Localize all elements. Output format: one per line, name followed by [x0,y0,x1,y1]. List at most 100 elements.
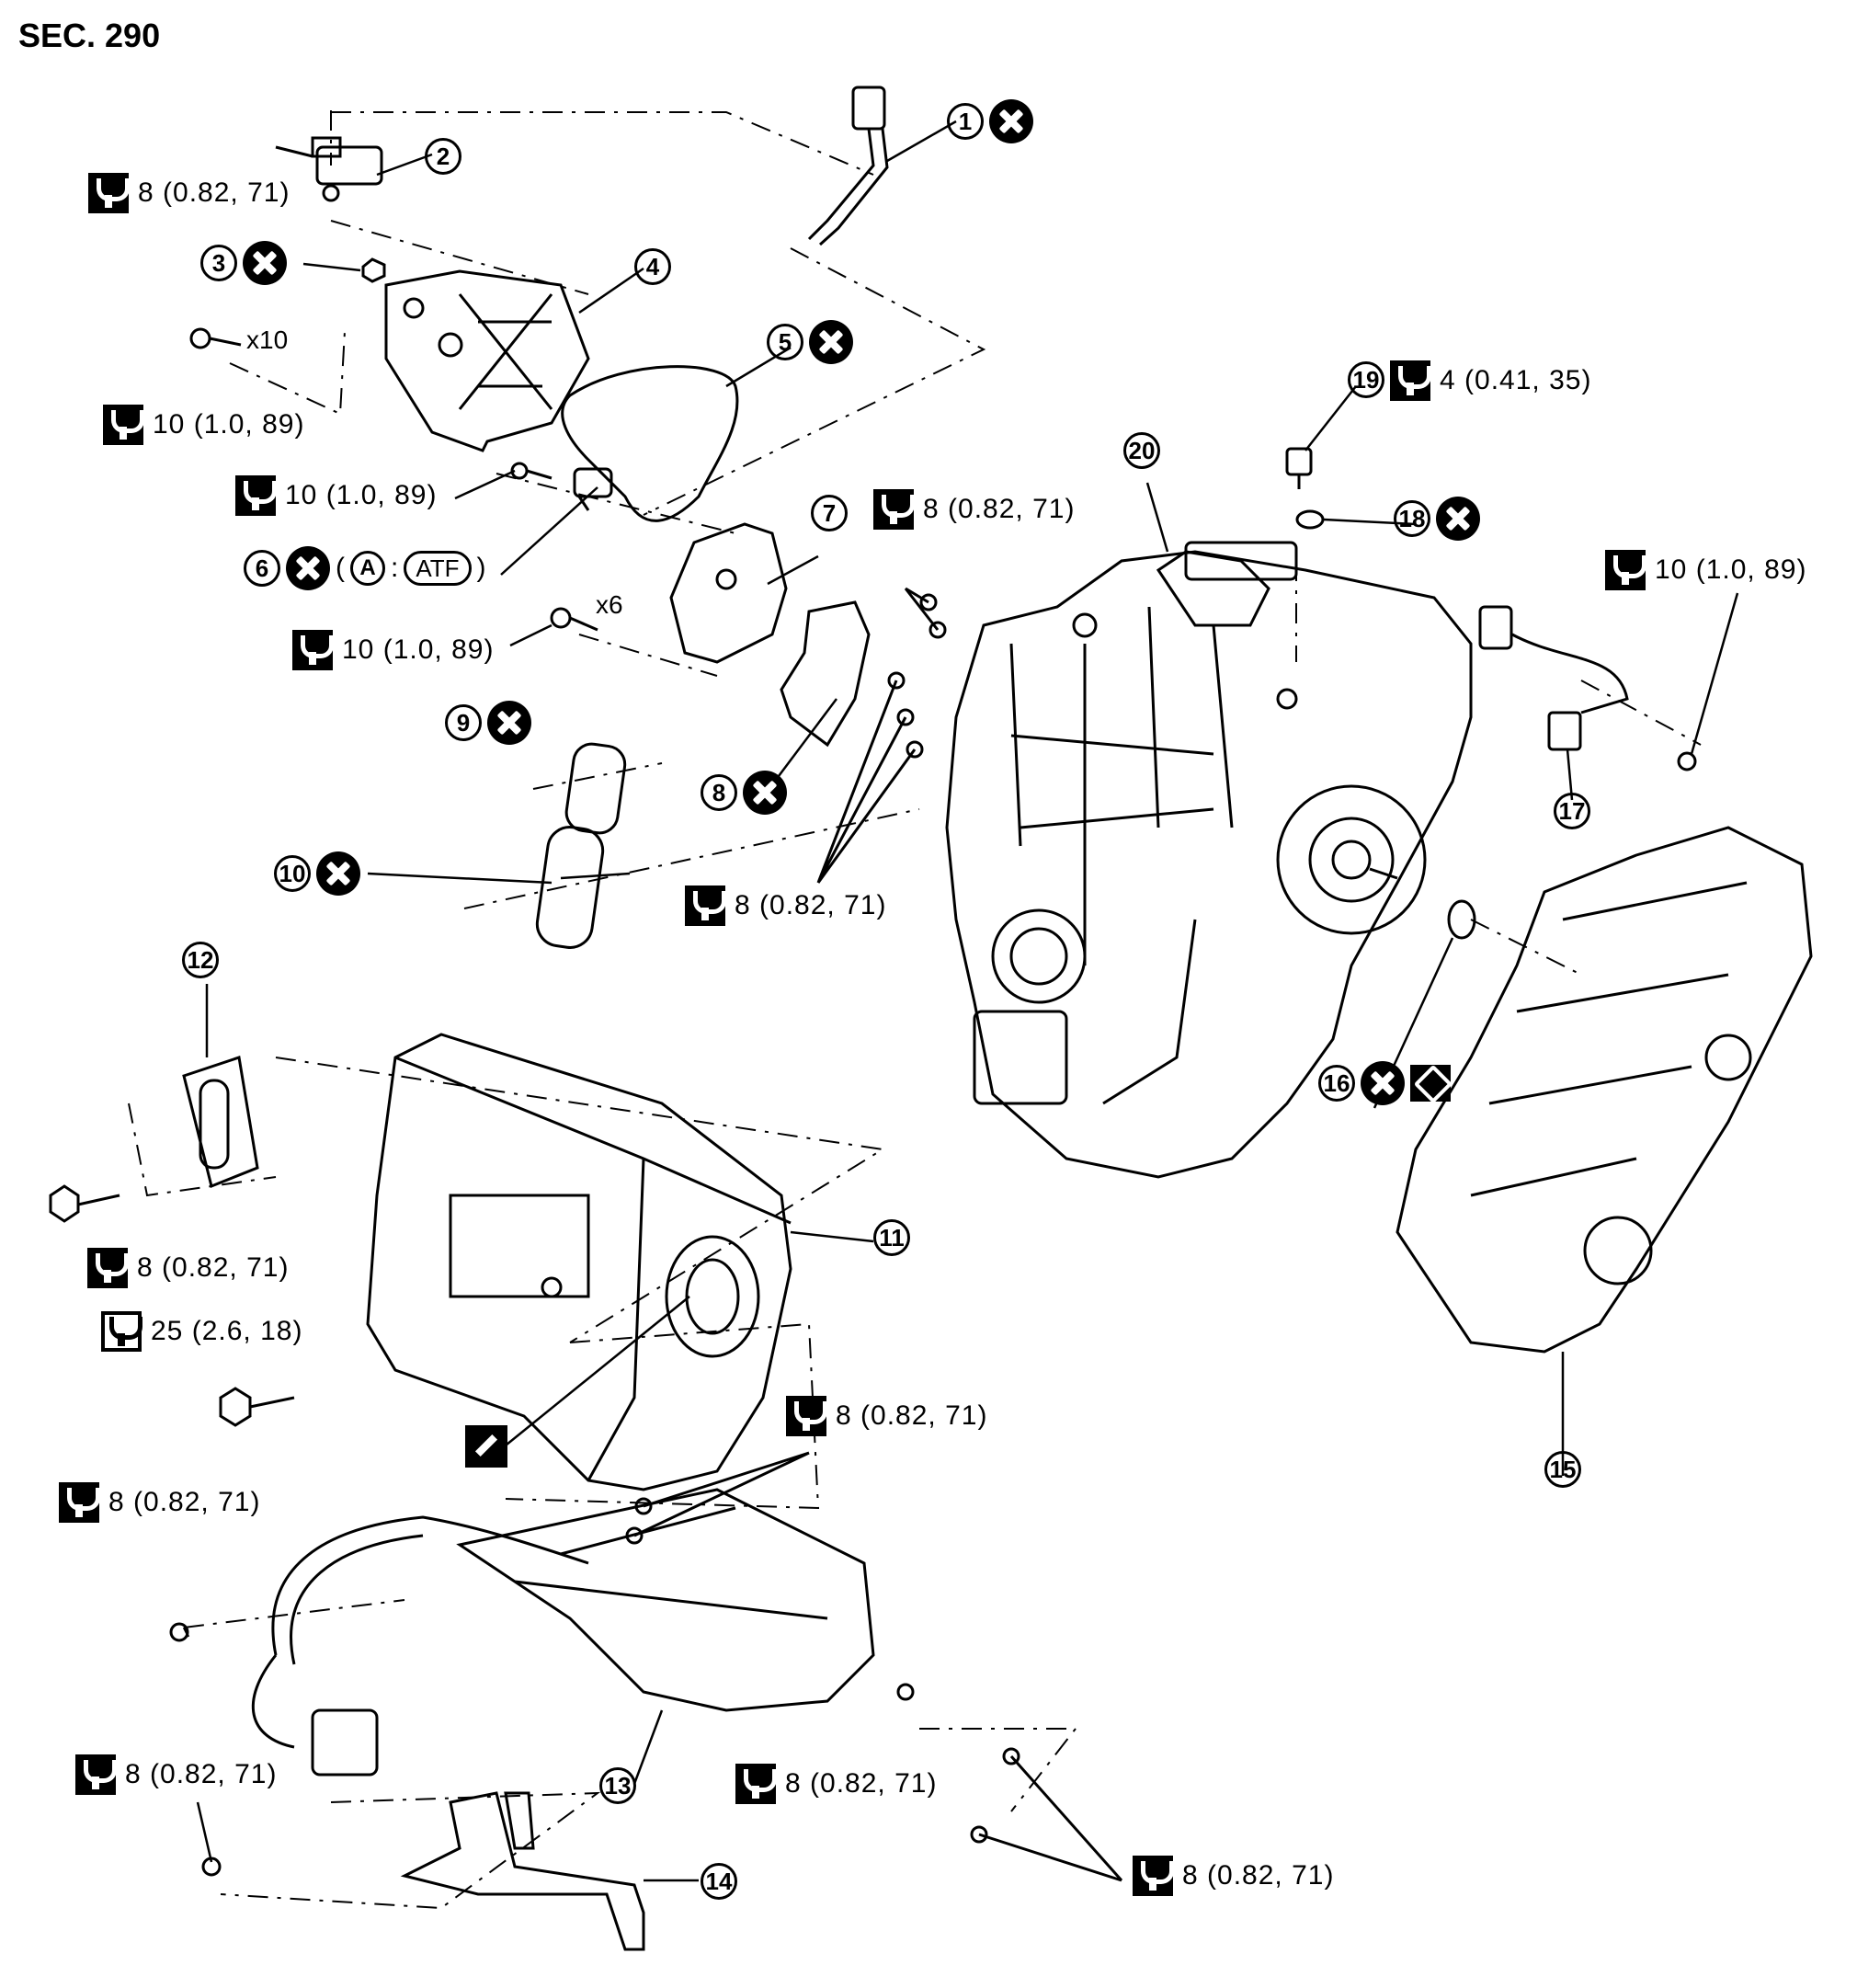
part-12-plate [182,1056,259,1189]
torque-value: 8 (0.82, 71) [785,1768,938,1799]
callout-9: 9 [445,701,531,745]
torque-wrench-icon [735,1764,777,1804]
torque-spec-x10: 10 (1.0, 89) [103,405,304,445]
callout-19: 19 [1348,361,1384,398]
torque-value: 8 (0.82, 71) [137,1252,290,1283]
callout-number: 9 [445,704,482,741]
apply-fluid-letter-icon: A [350,551,385,586]
callout-2: 2 [425,138,461,175]
torque-value: 8 (0.82, 71) [138,177,291,208]
torque-wrench-icon [59,1482,100,1523]
callout-1: 1 [947,99,1033,143]
replace-part-icon [1436,497,1480,541]
assembly-line-14 [220,1791,601,1910]
callout-number: 4 [634,248,671,285]
bolt-x6 [550,607,598,632]
callout-number: 16 [1318,1065,1355,1102]
part-4-cover [384,269,590,452]
torque-value: 8 (0.82, 71) [735,890,887,920]
callout-number: 5 [767,324,803,360]
part-8-gasket [780,600,871,748]
torque-wrench-icon [786,1396,827,1436]
callout-number: 14 [701,1863,737,1900]
torque-value: 10 (1.0, 89) [153,409,305,440]
part-9-seal [564,742,627,835]
callout-6: 6 ( A : ATF ) [244,546,486,590]
part-16-seal [1447,899,1476,940]
callout-number: 17 [1554,793,1590,829]
part-17-harness [1478,605,1629,751]
part-19-sensor [1285,447,1313,489]
assembly-line-13b [919,1728,1078,1812]
torque-spec-2: 8 (0.82, 71) [88,173,290,213]
callout-number: 1 [947,103,984,140]
assembly-line-bracket-12 [128,1103,277,1197]
torque-wrench-icon [88,173,130,213]
torque-wrench-icon [685,885,726,926]
torque-wrench-icon [103,405,144,445]
torque-spec-12: 8 (0.82, 71) [87,1248,289,1288]
colon: : [391,553,399,583]
torque-wrench-icon [75,1754,117,1795]
quantity-x10: x10 [246,326,289,354]
callout-number: 20 [1123,432,1160,469]
callout-10: 10 [274,851,360,896]
callout-number: 11 [873,1219,910,1256]
bolts-13 [169,1451,1123,1882]
torque-value: 8 (0.82, 71) [125,1759,278,1789]
torque-spec-20a: 8 (0.82, 71) [873,489,1075,530]
callout-14: 14 [701,1863,737,1900]
callout-number: 12 [182,942,219,978]
callout-3: 3 [200,241,287,285]
torque-value: 10 (1.0, 89) [285,480,438,510]
callout-18: 18 [1394,497,1480,541]
quantity-x6: x6 [596,590,623,619]
grease-apply-icon [1410,1065,1451,1102]
torque-value: 10 (1.0, 89) [342,634,495,665]
part-14-bracket [400,1791,645,1951]
replace-part-icon [809,320,853,364]
callout-13: 13 [599,1767,636,1804]
assembly-line-x10 [229,330,346,416]
replace-part-icon [1361,1061,1405,1105]
atf-fluid-label: ATF [404,551,472,586]
part-6-sensor [573,467,613,511]
replace-part-icon [487,701,531,745]
assembly-line-16 [1470,919,1582,976]
torque-spec-17: 10 (1.0, 89) [1605,550,1806,590]
part-11-inverter [366,1033,792,1491]
torque-spec-14: 8 (0.82, 71) [75,1754,277,1795]
assembly-line-11 [275,1057,885,1343]
torque-wrench-icon [1605,550,1646,590]
torque-spec-19: 4 (0.41, 35) [1390,360,1591,401]
torque-spec-13d: 8 (0.82, 71) [1133,1856,1334,1896]
section-title: SEC. 290 [18,17,161,54]
torque-wrench-icon [87,1248,129,1288]
torque-wrench-outline-icon [101,1311,142,1352]
bolt-17 [1677,751,1697,771]
torque-wrench-icon [1390,360,1431,401]
torque-value: 8 (0.82, 71) [1182,1860,1335,1891]
part-13-harness [251,1488,875,1777]
assembly-line-11b [505,1322,820,1510]
callout-7: 7 [811,495,848,531]
torque-value: 8 (0.82, 71) [108,1487,261,1517]
torque-wrench-icon [292,630,334,670]
torque-spec-6: 10 (1.0, 89) [235,475,437,516]
callout-5: 5 [767,320,853,364]
torque-value: 4 (0.41, 35) [1440,365,1592,395]
replace-part-icon [316,851,360,896]
torque-value: 8 (0.82, 71) [836,1400,988,1431]
part-2-bracket [275,136,383,202]
bolt-12 [49,1184,120,1223]
bolt-11 [219,1387,295,1427]
callout-number: 18 [1394,500,1430,537]
assembly-line-x6 [578,634,718,677]
liquid-gasket-icon [465,1425,507,1468]
torque-wrench-icon [873,489,915,530]
torque-spec-13b: 8 (0.82, 71) [59,1482,260,1523]
torque-spec-13c: 8 (0.82, 71) [735,1764,937,1804]
assembly-line-17 [1580,680,1702,746]
part-20-housing [945,541,1473,1179]
